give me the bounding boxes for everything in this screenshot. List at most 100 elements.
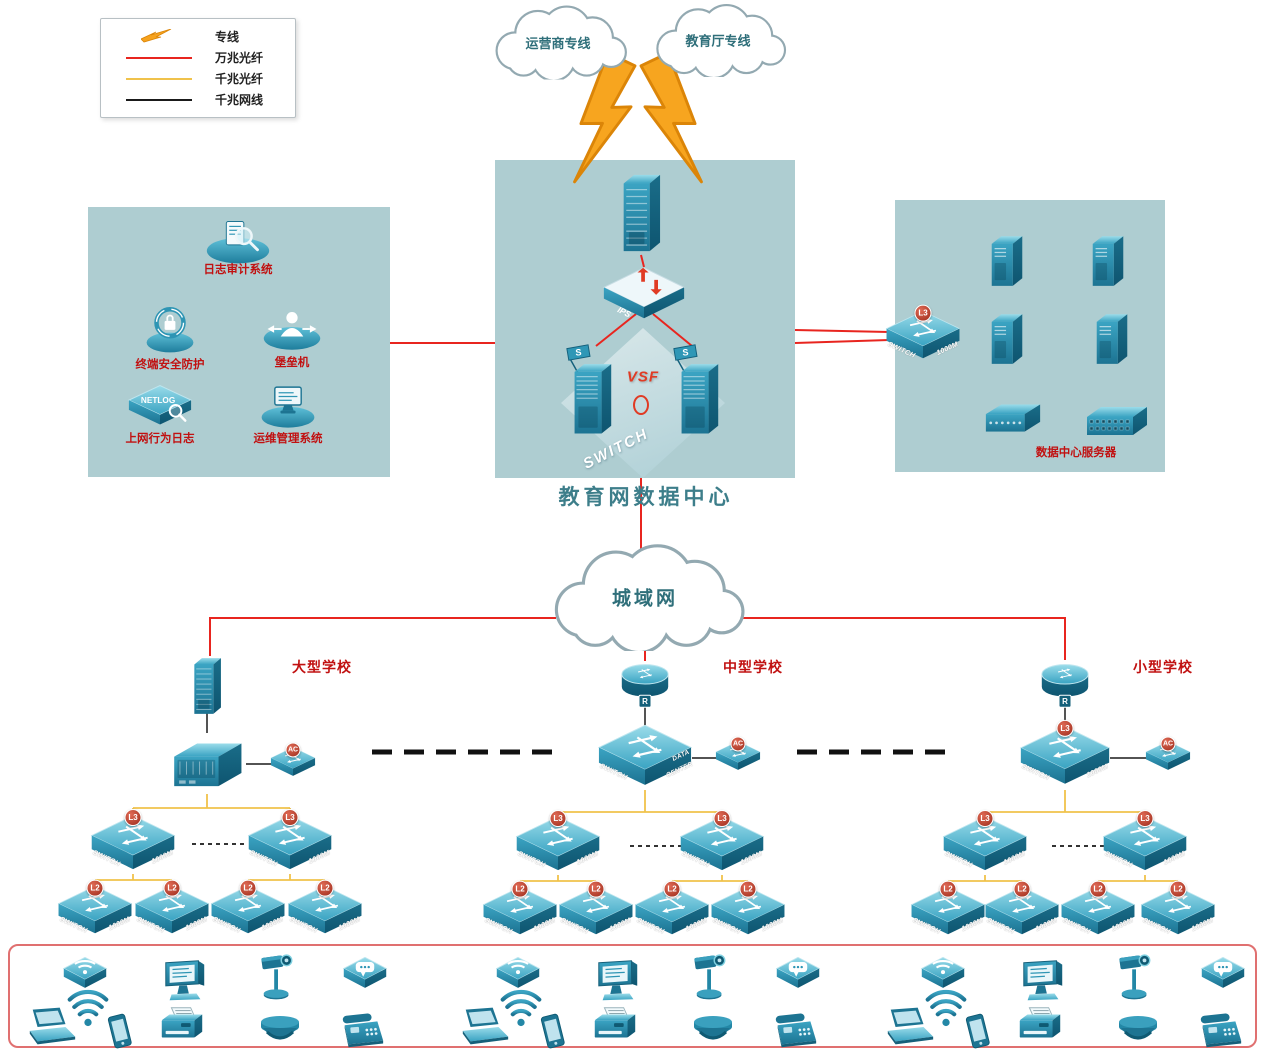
metro-network-cloud[interactable]: 城域网 — [531, 537, 759, 651]
cloud-label: 教育厅专线 — [685, 33, 751, 49]
isp-cloud[interactable]: 运营商专线 — [479, 1, 637, 80]
wlan-ap[interactable] — [919, 955, 967, 994]
layer-badge: L3 — [976, 810, 994, 828]
wlan-ap[interactable] — [494, 955, 542, 994]
wireless-controller[interactable]: AC — [1145, 736, 1191, 773]
wireless-controller[interactable]: AC — [270, 742, 316, 779]
legend-item-dedicated: 专线 — [111, 26, 285, 47]
fax-phone[interactable] — [770, 1010, 820, 1050]
storage-array[interactable] — [982, 399, 1044, 438]
layer-badge: L3 — [1136, 810, 1154, 828]
datacenter-server[interactable] — [986, 310, 1028, 369]
im-terminal[interactable] — [1199, 955, 1247, 994]
smartphone[interactable] — [964, 1012, 992, 1051]
vsf-core-server[interactable]: S — [563, 344, 617, 441]
router-icon — [1041, 664, 1089, 697]
desktop-pc[interactable] — [1018, 957, 1068, 1005]
wireless-controller[interactable]: AC — [715, 736, 761, 773]
large-school-core-server[interactable] — [166, 732, 248, 796]
dome-camera[interactable] — [690, 1010, 736, 1050]
security-system-bastion[interactable] — [260, 306, 324, 351]
legend-label: 千兆网线 — [215, 93, 264, 107]
datacenter-server[interactable] — [1087, 232, 1129, 291]
datacenter-server[interactable] — [1091, 310, 1133, 369]
layer-badge: L3 — [281, 809, 299, 827]
ptz-camera[interactable] — [258, 950, 298, 1001]
im-terminal[interactable] — [774, 955, 822, 994]
tower-icon — [1092, 236, 1124, 286]
wifi-signal[interactable] — [925, 985, 967, 1027]
printer[interactable] — [1014, 1005, 1066, 1047]
im-terminal[interactable] — [341, 955, 389, 994]
im-terminal-icon — [342, 956, 388, 988]
security-system-log-audit[interactable] — [201, 216, 275, 267]
laptop-icon — [462, 1007, 509, 1045]
switch-icon — [210, 885, 286, 934]
legend-label: 千兆光纤 — [215, 72, 264, 86]
layer-badge: L2 — [939, 880, 957, 898]
printer[interactable] — [156, 1005, 208, 1047]
layer-badge: L2 — [1013, 880, 1031, 898]
wifi-signal[interactable] — [500, 985, 542, 1027]
vsf-core-server[interactable]: S — [670, 344, 724, 441]
medium-school-router[interactable]: R — [616, 661, 674, 709]
rack-switch[interactable] — [1083, 399, 1151, 441]
endpoint-protect-icon — [146, 306, 194, 353]
smartphone[interactable] — [539, 1012, 567, 1051]
fax-phone[interactable] — [337, 1010, 387, 1050]
bastion-icon — [263, 312, 321, 350]
nas-icon — [174, 743, 242, 787]
desktop-pc[interactable] — [160, 957, 210, 1005]
laptop[interactable] — [458, 1006, 512, 1047]
laptop[interactable] — [25, 1006, 79, 1047]
security-system-netlog[interactable]: NETLOG — [125, 384, 195, 429]
router-badge: R — [1058, 695, 1072, 709]
small-school-router[interactable]: R — [1036, 661, 1094, 709]
desktop-pc[interactable] — [593, 957, 643, 1005]
ptz-camera[interactable] — [691, 950, 731, 1001]
security-system-ops-mgmt[interactable] — [256, 381, 320, 428]
fax-phone[interactable] — [1195, 1010, 1245, 1050]
yellow-line-icon — [111, 77, 207, 80]
smartphone[interactable] — [106, 1012, 134, 1051]
internet-firewall[interactable] — [615, 170, 667, 257]
wifi-signal[interactable] — [67, 985, 109, 1027]
im-terminal-icon — [775, 956, 821, 988]
security-system-endpoint-protect[interactable] — [143, 302, 197, 356]
ips-appliance[interactable]: IPS — [602, 266, 686, 320]
edu-bureau-cloud[interactable]: 教育厅专线 — [640, 0, 796, 77]
dome-camera[interactable] — [1115, 1010, 1161, 1050]
wlan-ap-icon — [920, 956, 966, 988]
dome-camera[interactable] — [257, 1010, 303, 1050]
printer[interactable] — [589, 1005, 641, 1047]
im-terminal-icon — [1200, 956, 1246, 988]
ptz-camera[interactable] — [1116, 950, 1156, 1001]
layer-badge: L2 — [1169, 880, 1187, 898]
large-school-firewall[interactable] — [188, 654, 226, 717]
layer-badge: L2 — [1089, 880, 1107, 898]
wlan-ap[interactable] — [61, 955, 109, 994]
datacenter-server[interactable] — [986, 232, 1028, 291]
laptop[interactable] — [883, 1006, 937, 1047]
